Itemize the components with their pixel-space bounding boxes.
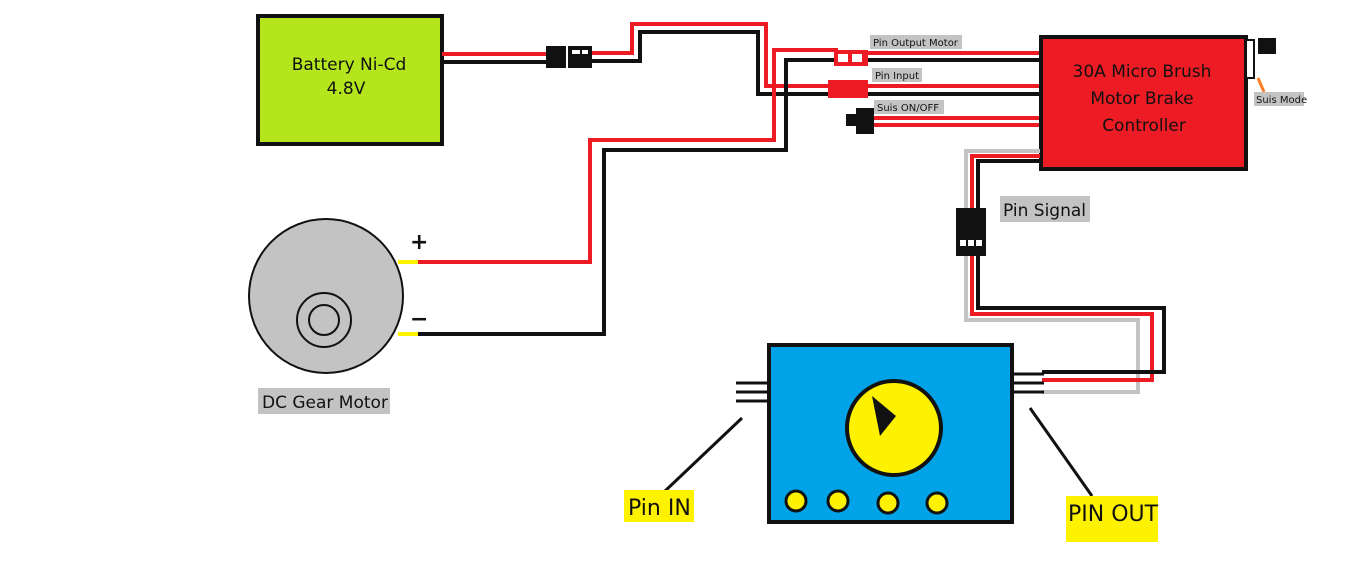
label-pin-signal: Pin Signal <box>1000 196 1090 222</box>
motor-shaft-inner <box>308 304 340 336</box>
dc-gear-motor <box>248 218 418 374</box>
pin-in-text: Pin IN <box>628 496 691 521</box>
controller: 30A Micro Brush Motor Brake Controller <box>1039 35 1248 171</box>
motor-minus-sign: − <box>410 307 428 332</box>
pin-out-text: PIN OUT <box>1068 502 1159 527</box>
pin-signal-connector <box>956 208 986 256</box>
dc-gear-motor-text: DC Gear Motor <box>262 393 388 413</box>
pin-input-text: Pin Input <box>875 71 919 82</box>
battery-wires <box>442 52 548 64</box>
pin-input-connector <box>828 80 1040 98</box>
pin-output-motor-text: Pin Output Motor <box>873 38 959 49</box>
suis-on-off-text: Suis ON/OFF <box>877 103 939 114</box>
battery-connector <box>546 46 592 68</box>
tester-button-3 <box>876 491 900 515</box>
signal-red-wire <box>970 154 1154 382</box>
motor-plus-sign: + <box>410 230 428 255</box>
tester-dial <box>845 379 943 477</box>
battery-label-line2: 4.8V <box>327 79 366 99</box>
suis-on-off-switch <box>846 108 1040 134</box>
pin-in-pointer <box>662 416 744 494</box>
servo-tester <box>736 343 1044 524</box>
label-suis-on-off: Suis ON/OFF <box>874 100 944 114</box>
motor-shaft-outer <box>296 292 352 348</box>
suis-mode-text: Suis Mode <box>1256 95 1307 106</box>
battery-box <box>256 14 444 146</box>
tester-button-1 <box>784 489 808 513</box>
tester-button-2 <box>826 489 850 513</box>
tester-button-4 <box>925 491 949 515</box>
label-pin-in: Pin IN <box>624 490 694 522</box>
controller-label-line3: Controller <box>1102 116 1186 136</box>
label-pin-out: PIN OUT <box>1066 496 1159 542</box>
battery-black-route <box>592 30 1040 96</box>
controller-box <box>1039 35 1248 171</box>
motor-black-route <box>418 58 1040 336</box>
pin-out-pointer <box>1028 407 1094 497</box>
label-suis-mode: Suis Mode <box>1254 92 1307 106</box>
motor-body <box>248 218 404 374</box>
signal-black-wire <box>976 159 1166 374</box>
label-pin-input: Pin Input <box>872 68 922 82</box>
battery-label-line1: Battery Ni-Cd <box>292 55 407 75</box>
tester-dial-pointer <box>872 396 896 436</box>
label-pin-output-motor: Pin Output Motor <box>870 35 962 49</box>
suis-mode-switch <box>1245 38 1276 93</box>
label-dc-gear-motor: DC Gear Motor <box>258 388 390 414</box>
battery-red-route <box>592 22 838 88</box>
signal-grey-wire <box>964 149 1140 394</box>
pin-signal-text: Pin Signal <box>1003 201 1086 221</box>
controller-label-line1: 30A Micro Brush <box>1073 62 1212 82</box>
controller-label-line2: Motor Brake <box>1090 89 1193 109</box>
battery: Battery Ni-Cd 4.8V <box>256 14 444 146</box>
pin-output-motor-connector <box>834 50 1040 66</box>
motor-red-route <box>418 48 838 264</box>
